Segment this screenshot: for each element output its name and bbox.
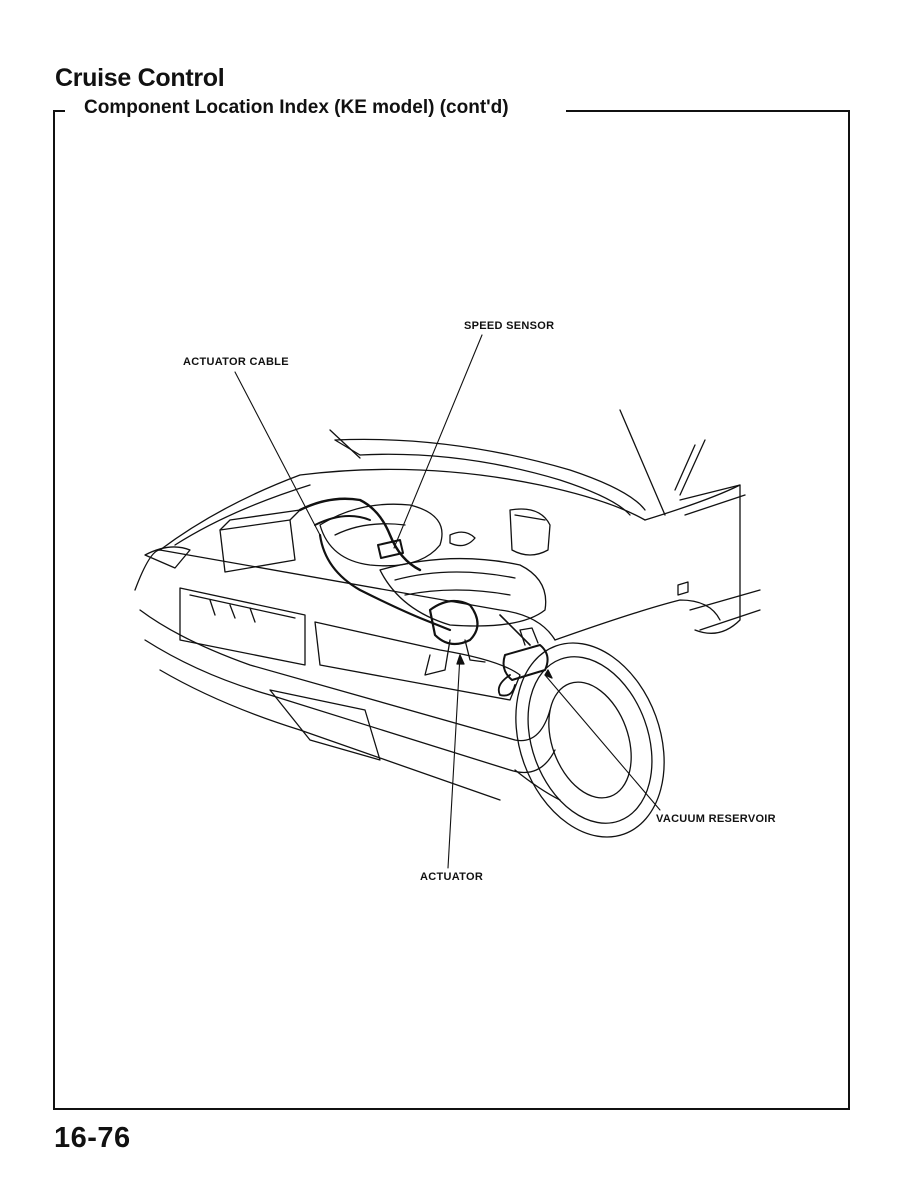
callout-actuator: ACTUATOR — [420, 871, 484, 883]
front-bumper — [134, 549, 556, 641]
grille — [179, 587, 306, 666]
engine-compartment-illustration — [134, 334, 761, 869]
side-marker — [677, 581, 689, 596]
front-fender — [644, 484, 741, 634]
callout-actuator-cable: ACTUATOR CABLE — [183, 356, 289, 368]
frame-top-right-rule — [566, 110, 850, 112]
engine-bay-outline — [159, 468, 646, 551]
vacuum-reservoir — [502, 644, 549, 681]
front-wheel — [515, 642, 665, 838]
leader-speed-sensor — [393, 334, 483, 549]
section-heading: Component Location Index (KE model) (con… — [80, 97, 513, 119]
hood-outline — [334, 438, 646, 511]
leader-vacuum-reservoir — [544, 674, 661, 811]
engine-block — [379, 557, 547, 627]
battery — [219, 519, 296, 573]
headlight-right — [314, 621, 521, 701]
headlight-left — [144, 546, 191, 569]
actuator-cable — [318, 533, 452, 632]
hood-prop-right — [619, 409, 666, 516]
speed-sensor — [377, 539, 404, 559]
wiring-harness — [298, 497, 422, 572]
leader-actuator — [447, 654, 461, 869]
leader-actuator-cable — [234, 371, 321, 536]
page-number: 16-76 — [54, 1122, 131, 1154]
callout-vacuum-reservoir: VACUUM RESERVOIR — [656, 813, 776, 825]
coolant-cap — [449, 531, 476, 547]
actuator — [428, 599, 479, 646]
frame-top-left-rule — [53, 110, 65, 112]
reservoir-tank — [509, 508, 551, 556]
page-title: Cruise Control — [55, 64, 225, 92]
figure-frame — [53, 110, 850, 1110]
air-cleaner — [319, 503, 443, 567]
callout-speed-sensor: SPEED SENSOR — [464, 320, 555, 332]
